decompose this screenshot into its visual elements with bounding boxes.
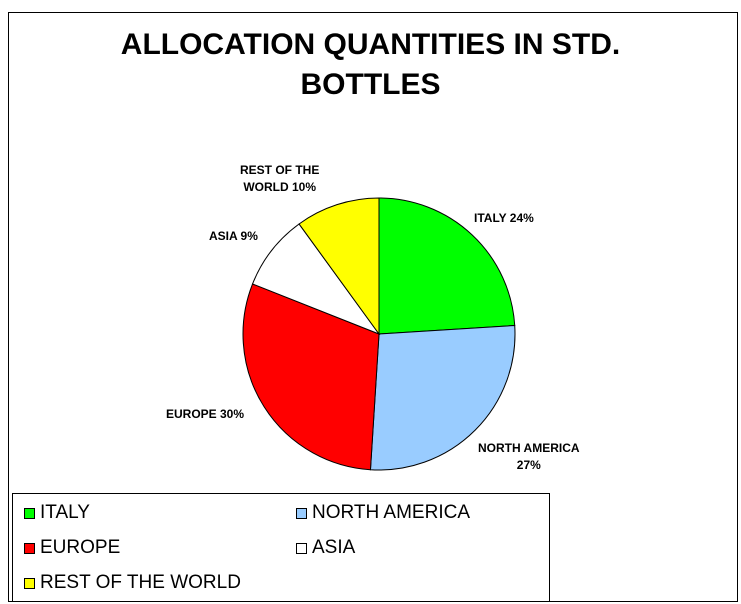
legend-swatch-rest-of-the-world (24, 577, 35, 589)
legend-swatch-north-america (296, 507, 307, 519)
legend-item-europe: EUROPE (24, 537, 120, 559)
pie-slice-north-america (369, 324, 516, 471)
legend-item-italy: ITALY (24, 502, 90, 524)
slice-label-north-america: NORTH AMERICA 27% (478, 441, 580, 472)
legend-item-asia: ASIA (296, 537, 355, 559)
pie-slice-rest-of-the-world (298, 197, 380, 336)
chart-title-line-1: ALLOCATION QUANTITIES IN STD. (120, 28, 621, 61)
legend-swatch-asia (296, 542, 307, 554)
slice-label-italy: ITALY 24% (474, 211, 534, 225)
legend-item-rest-of-the-world: REST OF THE WORLD (24, 572, 241, 594)
pie-slice-europe (242, 283, 380, 471)
chart-title: ALLOCATION QUANTITIES IN STD. BOTTLES (0, 25, 741, 105)
legend-swatch-italy (24, 507, 35, 519)
legend-item-north-america: NORTH AMERICA (296, 502, 470, 524)
chart-title-line-2: BOTTLES (300, 68, 441, 101)
pie-slice-italy (378, 197, 516, 335)
chart-legend: ITALY NORTH AMERICA EUROPE ASIA REST OF … (12, 493, 550, 602)
slice-label-asia: ASIA 9% (209, 229, 258, 243)
slice-label-rest-of-the-world: REST OF THE WORLD 10% (240, 163, 320, 194)
legend-swatch-europe (24, 542, 35, 554)
slice-label-europe: EUROPE 30% (166, 407, 245, 421)
